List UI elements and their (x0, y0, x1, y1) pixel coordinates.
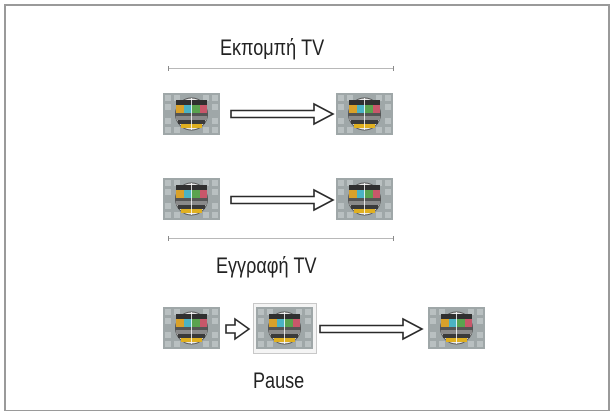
diagram-frame (4, 4, 610, 411)
tv-test-card-icon (163, 178, 220, 220)
broadcast-label: Εκπομπή TV (220, 35, 325, 60)
tv-test-card-icon (336, 93, 393, 135)
tv-test-card-icon (163, 93, 220, 135)
recording-label: Εγγραφή TV (216, 253, 317, 278)
arrow-right-icon (230, 103, 334, 125)
recording-span-rule (168, 236, 394, 241)
short-arrow-right-icon (225, 317, 251, 341)
pause-label: Pause (253, 368, 305, 393)
broadcast-span-rule (168, 66, 394, 71)
tv-test-card-icon (336, 178, 393, 220)
tv-test-card-icon (256, 307, 313, 349)
tv-test-card-icon (428, 307, 485, 349)
tv-test-card-icon (163, 307, 220, 349)
arrow-right-icon (230, 189, 334, 211)
arrow-right-icon (319, 318, 423, 340)
